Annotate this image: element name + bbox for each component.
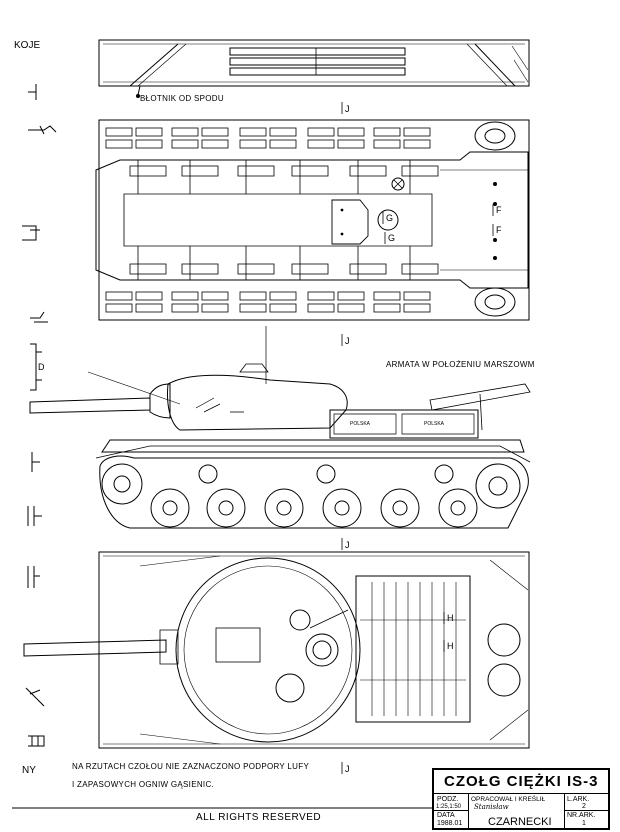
- footnote-line-2: I ZAPASOWYCH OGNIW GĄSIENIC.: [72, 780, 215, 789]
- turret-side: [167, 374, 348, 431]
- turret-top: [175, 557, 361, 743]
- left-edge-label-bottom: NY: [22, 765, 36, 776]
- sheet-count-label: L.ARK.: [567, 796, 590, 803]
- gun-travel-position-note: ARMATA W POŁOŻENIU MARSZOWM: [386, 360, 535, 369]
- drawing-title: CZOŁG CIĘŻKI IS-3: [434, 770, 608, 794]
- section-mark-j-3: J: [345, 540, 350, 550]
- section-mark-j-2: J: [345, 336, 350, 346]
- drawn-by-label: OPRACOWAŁ I KREŚLIŁ: [471, 796, 546, 803]
- section-mark-h-1: H: [447, 613, 454, 623]
- section-mark-f-2: F: [496, 225, 502, 235]
- footnote-line-1: NA RZUTACH CZOŁOU NIE ZAZNACZONO PODPORY…: [72, 762, 310, 771]
- side-elevation-view: [29, 326, 531, 529]
- author-last-name: CZARNECKI: [488, 816, 552, 828]
- hull-plate-left: POLSKA: [350, 421, 371, 427]
- track-outline: [99, 455, 529, 529]
- sheet-number-label: NR.ARK.: [567, 812, 596, 819]
- hull-plate-right: POLSKA: [424, 421, 445, 427]
- copyright-notice: ALL RIGHTS RESERVED: [196, 812, 322, 823]
- section-mark-g-2: G: [388, 233, 396, 243]
- scale-value: 1:25,1:50: [436, 804, 462, 810]
- section-mark-f-1: F: [496, 205, 502, 215]
- date-label: DATA: [437, 812, 455, 819]
- left-edge-label-top: KOJE: [14, 40, 41, 51]
- section-mark-j-1: J: [345, 104, 350, 114]
- title-block: CZOŁG CIĘŻKI IS-3 PODZ. 1:25,1:50 DATA 1…: [432, 768, 610, 830]
- author-first-name: Stanisław: [474, 803, 509, 811]
- section-mark-g-1: G: [386, 213, 394, 223]
- top-view: [23, 551, 530, 749]
- section-mark-d: D: [38, 362, 45, 372]
- road-wheels: [101, 463, 521, 528]
- scale-label: PODZ.: [437, 796, 459, 803]
- section-mark-ticks: [341, 102, 494, 774]
- gun-barrel: [29, 397, 151, 414]
- sheet-number: 1: [582, 820, 586, 827]
- hull-underside-view: [95, 119, 530, 321]
- sheet-count: 2: [582, 803, 586, 810]
- left-edge-fragments: [22, 84, 57, 747]
- section-mark-j-4: J: [345, 764, 350, 774]
- section-mark-h-2: H: [447, 641, 454, 651]
- fender-underside-view: [98, 39, 530, 98]
- fender-underside-note: BŁOTNIK OD SPODU: [140, 94, 224, 103]
- date-value: 1988.01: [437, 820, 463, 827]
